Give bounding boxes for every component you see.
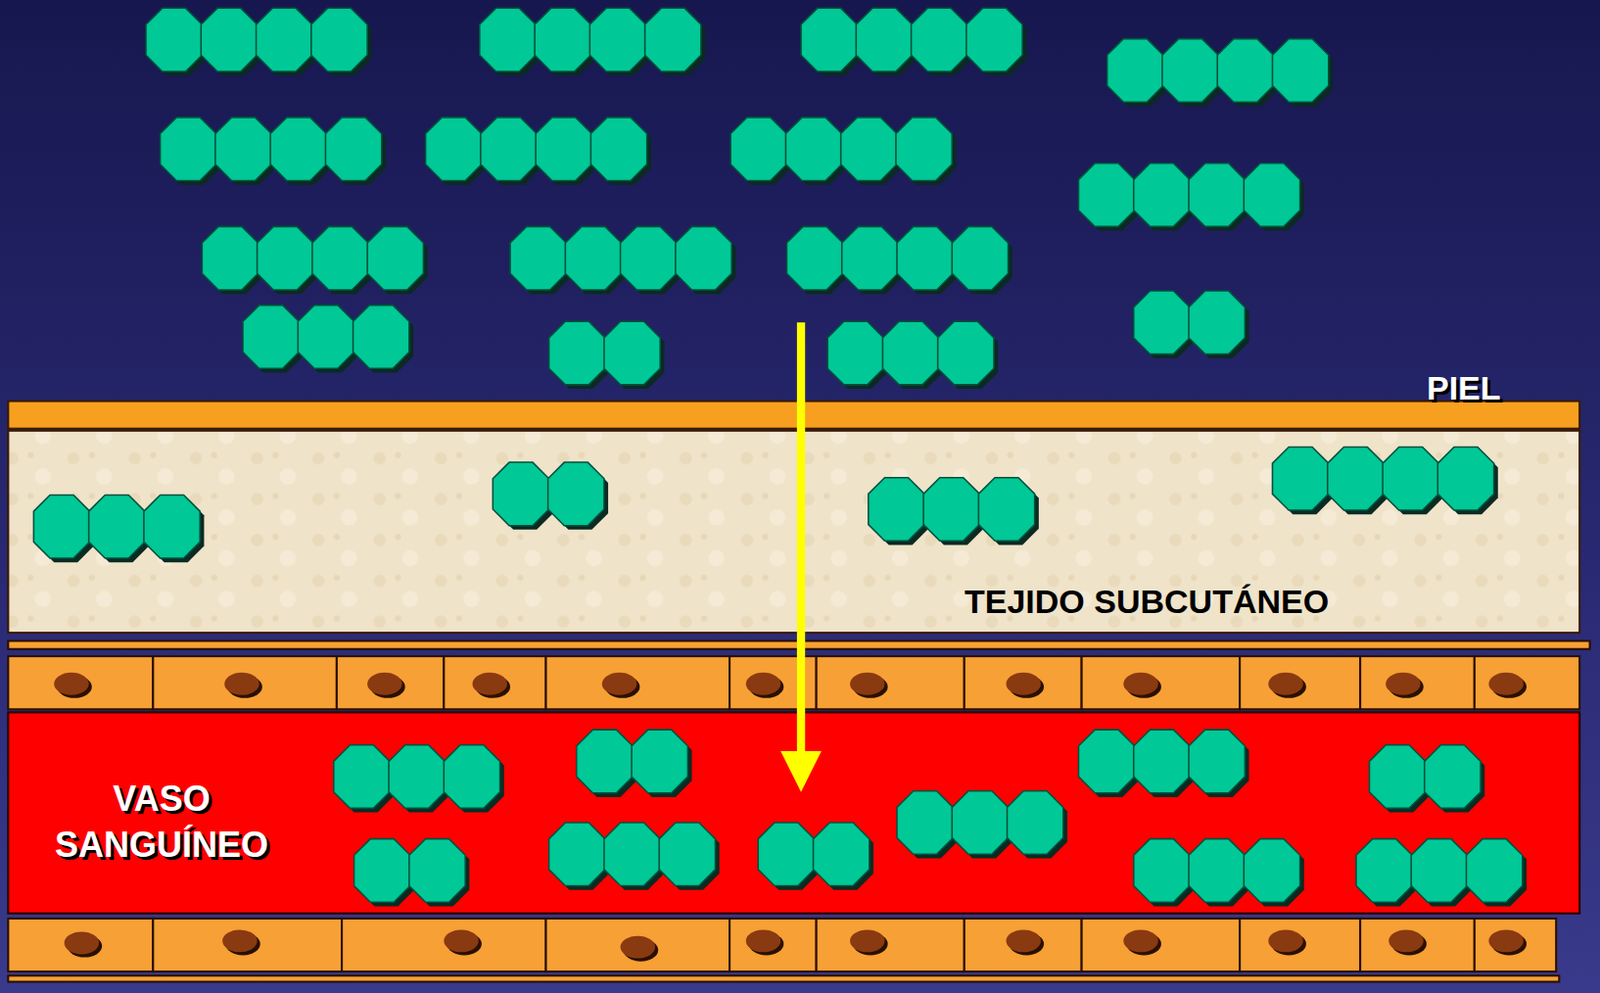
illustration-part — [33, 494, 204, 563]
illustration-part — [1360, 918, 1475, 972]
illustration-part — [620, 936, 659, 962]
illustration-part — [1356, 839, 1527, 907]
illustration-part — [425, 117, 652, 186]
illustration-part — [1474, 656, 1580, 709]
illustration-part — [64, 931, 103, 957]
illustration-part — [549, 321, 665, 389]
illustration-part — [1388, 929, 1427, 955]
illustration-part — [479, 7, 706, 76]
illustration-part — [7, 711, 1580, 913]
illustration-part — [1239, 918, 1361, 972]
band-label: PIEL — [1426, 366, 1502, 410]
illustration-part — [757, 822, 874, 891]
illustration-part — [1006, 929, 1045, 955]
illustration-part — [443, 656, 546, 709]
illustration-part — [7, 918, 153, 972]
band-label: VASO SANGUÍNEO — [29, 776, 294, 869]
illustration-part — [729, 918, 817, 972]
illustration-part — [7, 401, 1580, 429]
illustration-part — [1360, 656, 1475, 709]
illustration-part — [1268, 672, 1307, 699]
illustration-part — [492, 462, 609, 530]
illustration-part — [1239, 656, 1361, 709]
illustration-part — [868, 477, 1039, 546]
illustration-part — [222, 929, 261, 955]
illustration-part — [7, 918, 1556, 972]
skin-band: PIEL — [7, 401, 1580, 429]
illustration-part — [7, 656, 1580, 709]
illustration-part — [152, 656, 337, 709]
illustration-part — [471, 672, 511, 699]
illustration-part — [786, 226, 1012, 294]
illustration-part — [152, 918, 342, 972]
illustration-part — [1368, 745, 1485, 813]
illustration-part — [1133, 290, 1250, 359]
illustration-part — [546, 656, 731, 709]
vessel-band: VASO SANGUÍNEO — [7, 711, 1580, 914]
illustration-part — [1133, 839, 1305, 907]
illustration-part — [730, 117, 956, 186]
illustration-part — [1107, 39, 1333, 107]
illustration-part — [7, 975, 1559, 982]
illustration-part — [1082, 656, 1241, 709]
illustration-part — [746, 672, 785, 699]
illustration-part — [333, 745, 505, 813]
band-label: TEJIDO SUBCUTÁNEO — [964, 579, 1329, 623]
illustration-part — [1268, 929, 1307, 955]
illustration-part — [849, 672, 889, 699]
illustration-part — [1123, 672, 1162, 699]
illustration-part — [780, 751, 822, 793]
illustration-part — [816, 918, 965, 972]
illustration-part — [224, 672, 263, 699]
illustration-part — [1488, 672, 1527, 699]
illustration-part — [800, 7, 1027, 76]
illustration-part — [964, 918, 1083, 972]
illustration-part — [827, 321, 998, 389]
illustration-part — [546, 918, 731, 972]
illustration-part — [145, 7, 372, 76]
illustration-part — [1488, 929, 1527, 955]
illustration-part — [816, 656, 965, 709]
illustration-part — [336, 656, 444, 709]
illustration-part — [510, 226, 736, 294]
illustration-part — [1474, 918, 1556, 972]
illustration-part — [602, 672, 641, 699]
illustration-part — [354, 839, 471, 907]
illustration-part — [7, 656, 153, 709]
illustration-part — [1078, 163, 1304, 232]
illustration-part — [7, 430, 1580, 633]
illustration-part — [549, 822, 720, 891]
illustration-part — [160, 117, 386, 186]
illustration-part — [746, 929, 785, 955]
illustration-part — [53, 672, 93, 699]
illustration-part — [849, 929, 889, 955]
illustration-part — [341, 918, 546, 972]
illustration-part — [242, 305, 414, 374]
illustration-part — [201, 226, 427, 294]
illustration-part — [443, 929, 482, 955]
illustration-part — [1123, 929, 1162, 955]
tissue-band: TEJIDO SUBCUTÁNEO — [7, 430, 1580, 633]
illustration-part — [576, 729, 693, 798]
illustration-part — [367, 672, 406, 699]
illustration-part — [797, 322, 805, 755]
illustration-part — [1271, 446, 1498, 515]
illustration-part — [1082, 918, 1241, 972]
illustration-part — [896, 791, 1068, 859]
illustration-part — [1078, 729, 1249, 798]
illustration-part — [1006, 672, 1045, 699]
illustration-part — [1385, 672, 1424, 699]
illustration-part — [964, 656, 1083, 709]
